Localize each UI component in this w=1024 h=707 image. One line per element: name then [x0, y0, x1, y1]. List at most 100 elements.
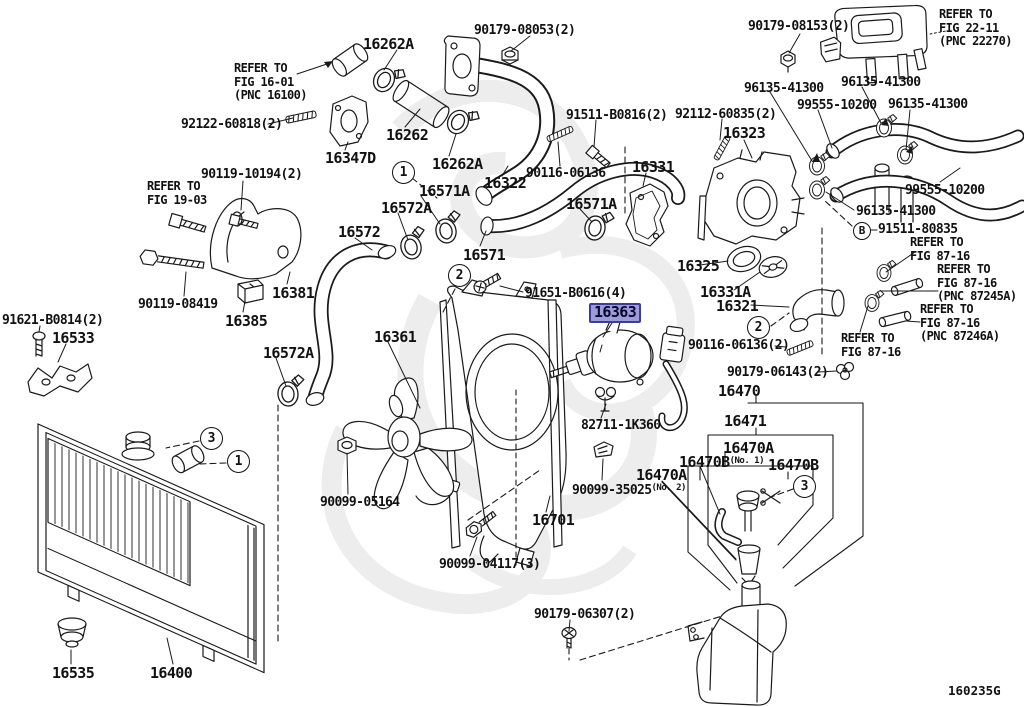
part-label-91511-b0816: 91511-B0816(2) [566, 108, 668, 123]
bolt-90119-10194 [228, 213, 259, 229]
callout-1-radiator: 1 [227, 450, 250, 473]
part-label-96135-a: 96135-41300 [744, 81, 824, 96]
hose-16322 [443, 35, 556, 206]
housing-16323 [697, 149, 805, 245]
part-label-16347d: 16347D [325, 149, 376, 167]
radiator-filler-neck [121, 431, 155, 461]
cushion-16385 [237, 279, 264, 304]
part-label-92122-60818: 92122-60818(2) [181, 117, 283, 132]
part-label-96135-d: 96135-41300 [856, 204, 936, 219]
part-label-16533: 16533 [52, 329, 95, 347]
refer-note-fig-87-16-c: REFER TO FIG 87-16 (PNC 87246A) [920, 302, 1000, 343]
bracket-16533 [27, 331, 93, 397]
part-label-16572a-top: 16572A [381, 199, 432, 217]
heater-hoses [809, 114, 1024, 223]
page-code: 160235G [948, 683, 1001, 698]
reservoir-tank [687, 603, 787, 706]
cover-16331 [625, 183, 669, 247]
thermostat-parts [726, 245, 845, 333]
gasket-16347d [329, 95, 369, 147]
part-label-16363-highlighted[interactable]: 16363 [589, 303, 642, 323]
part-label-99555-right: 99555-10200 [905, 183, 985, 198]
bolt-90119-08419 [139, 249, 205, 269]
radiator-outlet [171, 445, 205, 474]
part-label-16381: 16381 [272, 284, 315, 302]
part-label-16331: 16331 [632, 158, 675, 176]
part-label-16470a-right: 16470A [723, 439, 774, 457]
part-label-16262a-mid: 16262A [432, 155, 483, 173]
part-label-16331a: 16331A [700, 283, 751, 301]
part-label-99555-top: 99555-10200 [797, 98, 877, 113]
radiator [37, 423, 265, 674]
part-label-16701: 16701 [532, 511, 575, 529]
refer-note-fig-19-03: REFER TO FIG 19-03 [147, 179, 207, 207]
motor-connector [658, 325, 688, 432]
part-label-90099-35025-sup: (No. 2) [651, 483, 687, 493]
cooling-fan [342, 377, 473, 510]
part-label-16262a-top: 16262A [363, 35, 414, 53]
part-label-16321: 16321 [716, 297, 759, 315]
part-label-16571a-right: 16571A [566, 195, 617, 213]
part-label-90099-05164: 90099-05164 [320, 495, 400, 510]
part-label-16535: 16535 [52, 664, 95, 682]
part-label-90119-08419: 90119-08419 [138, 297, 218, 312]
part-label-16572: 16572 [338, 223, 381, 241]
callout-2-mid: 2 [448, 264, 471, 287]
fan-shroud [415, 279, 567, 567]
grommet-90179-06143 [835, 361, 855, 381]
part-label-96135-c: 96135-41300 [888, 97, 968, 112]
part-label-16572a-low: 16572A [263, 344, 314, 362]
refer-note-fig-87-16-d: REFER TO FIG 87-16 [841, 331, 901, 359]
bolt-90099-04117 [465, 510, 497, 538]
part-label-90099-04117: 90099-04117(3) [439, 557, 541, 572]
part-label-16323: 16323 [723, 124, 766, 142]
part-label-16470b-no1: 16470B(No. 1) [679, 453, 765, 471]
stud-90116-2 [785, 339, 815, 357]
bolt-91621 [32, 331, 46, 357]
refer-note-fig-22-11: REFER TO FIG 22-11 (PNC 22270) [939, 7, 1012, 48]
fan-motor [548, 318, 688, 432]
nut-90099-05164 [337, 436, 357, 455]
part-label-16471: 16471 [724, 412, 767, 430]
part-label-96135-b: 96135-41300 [841, 75, 921, 90]
part-label-16470b-no1-main: 16470B [679, 453, 730, 471]
part-label-16262: 16262 [386, 126, 429, 144]
fig87-clamps [864, 259, 924, 328]
callout-3-reservoir: 3 [793, 475, 816, 498]
nut-90179-08153 [780, 50, 796, 73]
bracket-16381 [139, 197, 302, 304]
callout-b: B [853, 222, 871, 240]
drain-plug [57, 617, 87, 648]
part-label-16361: 16361 [374, 328, 417, 346]
part-label-90179-06143: 90179-06143(2) [727, 365, 829, 380]
part-label-90099-35025-main: 90099-35025 [572, 483, 652, 498]
clip-82711 [594, 386, 617, 412]
callout-2-right: 2 [747, 316, 770, 339]
reservoir-parts [714, 488, 781, 608]
pipe-16262 [368, 58, 483, 142]
bolt-refer-19-03 [168, 212, 207, 233]
part-label-16385: 16385 [225, 312, 268, 330]
part-label-16470a-left: 16470A [636, 466, 687, 484]
part-label-82711-1k360: 82711-1K360 [581, 418, 661, 433]
clip-90099-35025 [593, 441, 614, 458]
part-label-16400: 16400 [150, 664, 193, 682]
callout-3-radiator: 3 [200, 427, 223, 450]
dashed-leaders [165, 146, 853, 661]
refer-note-fig-16-01: REFER TO FIG 16-01 (PNC 16100) [234, 61, 307, 102]
part-label-16470b: 16470B [768, 456, 819, 474]
part-label-90179-06307: 90179-06307(2) [534, 607, 636, 622]
hose-stub-fig16-01 [296, 43, 369, 77]
part-label-90119-10194: 90119-10194(2) [201, 167, 303, 182]
hose-16571 [431, 162, 686, 246]
part-label-16470: 16470 [718, 382, 761, 400]
part-label-90179-08053: 90179-08053(2) [474, 23, 576, 38]
hose-16572 [275, 224, 432, 408]
part-label-90116-06136-top: 90116-06136 [526, 166, 606, 181]
part-label-16322: 16322 [484, 174, 527, 192]
part-label-91621-b0814: 91621-B0814(2) [2, 313, 104, 328]
stud-92122 [284, 110, 318, 124]
part-label-91511-80835: 91511-80835 [878, 222, 958, 237]
